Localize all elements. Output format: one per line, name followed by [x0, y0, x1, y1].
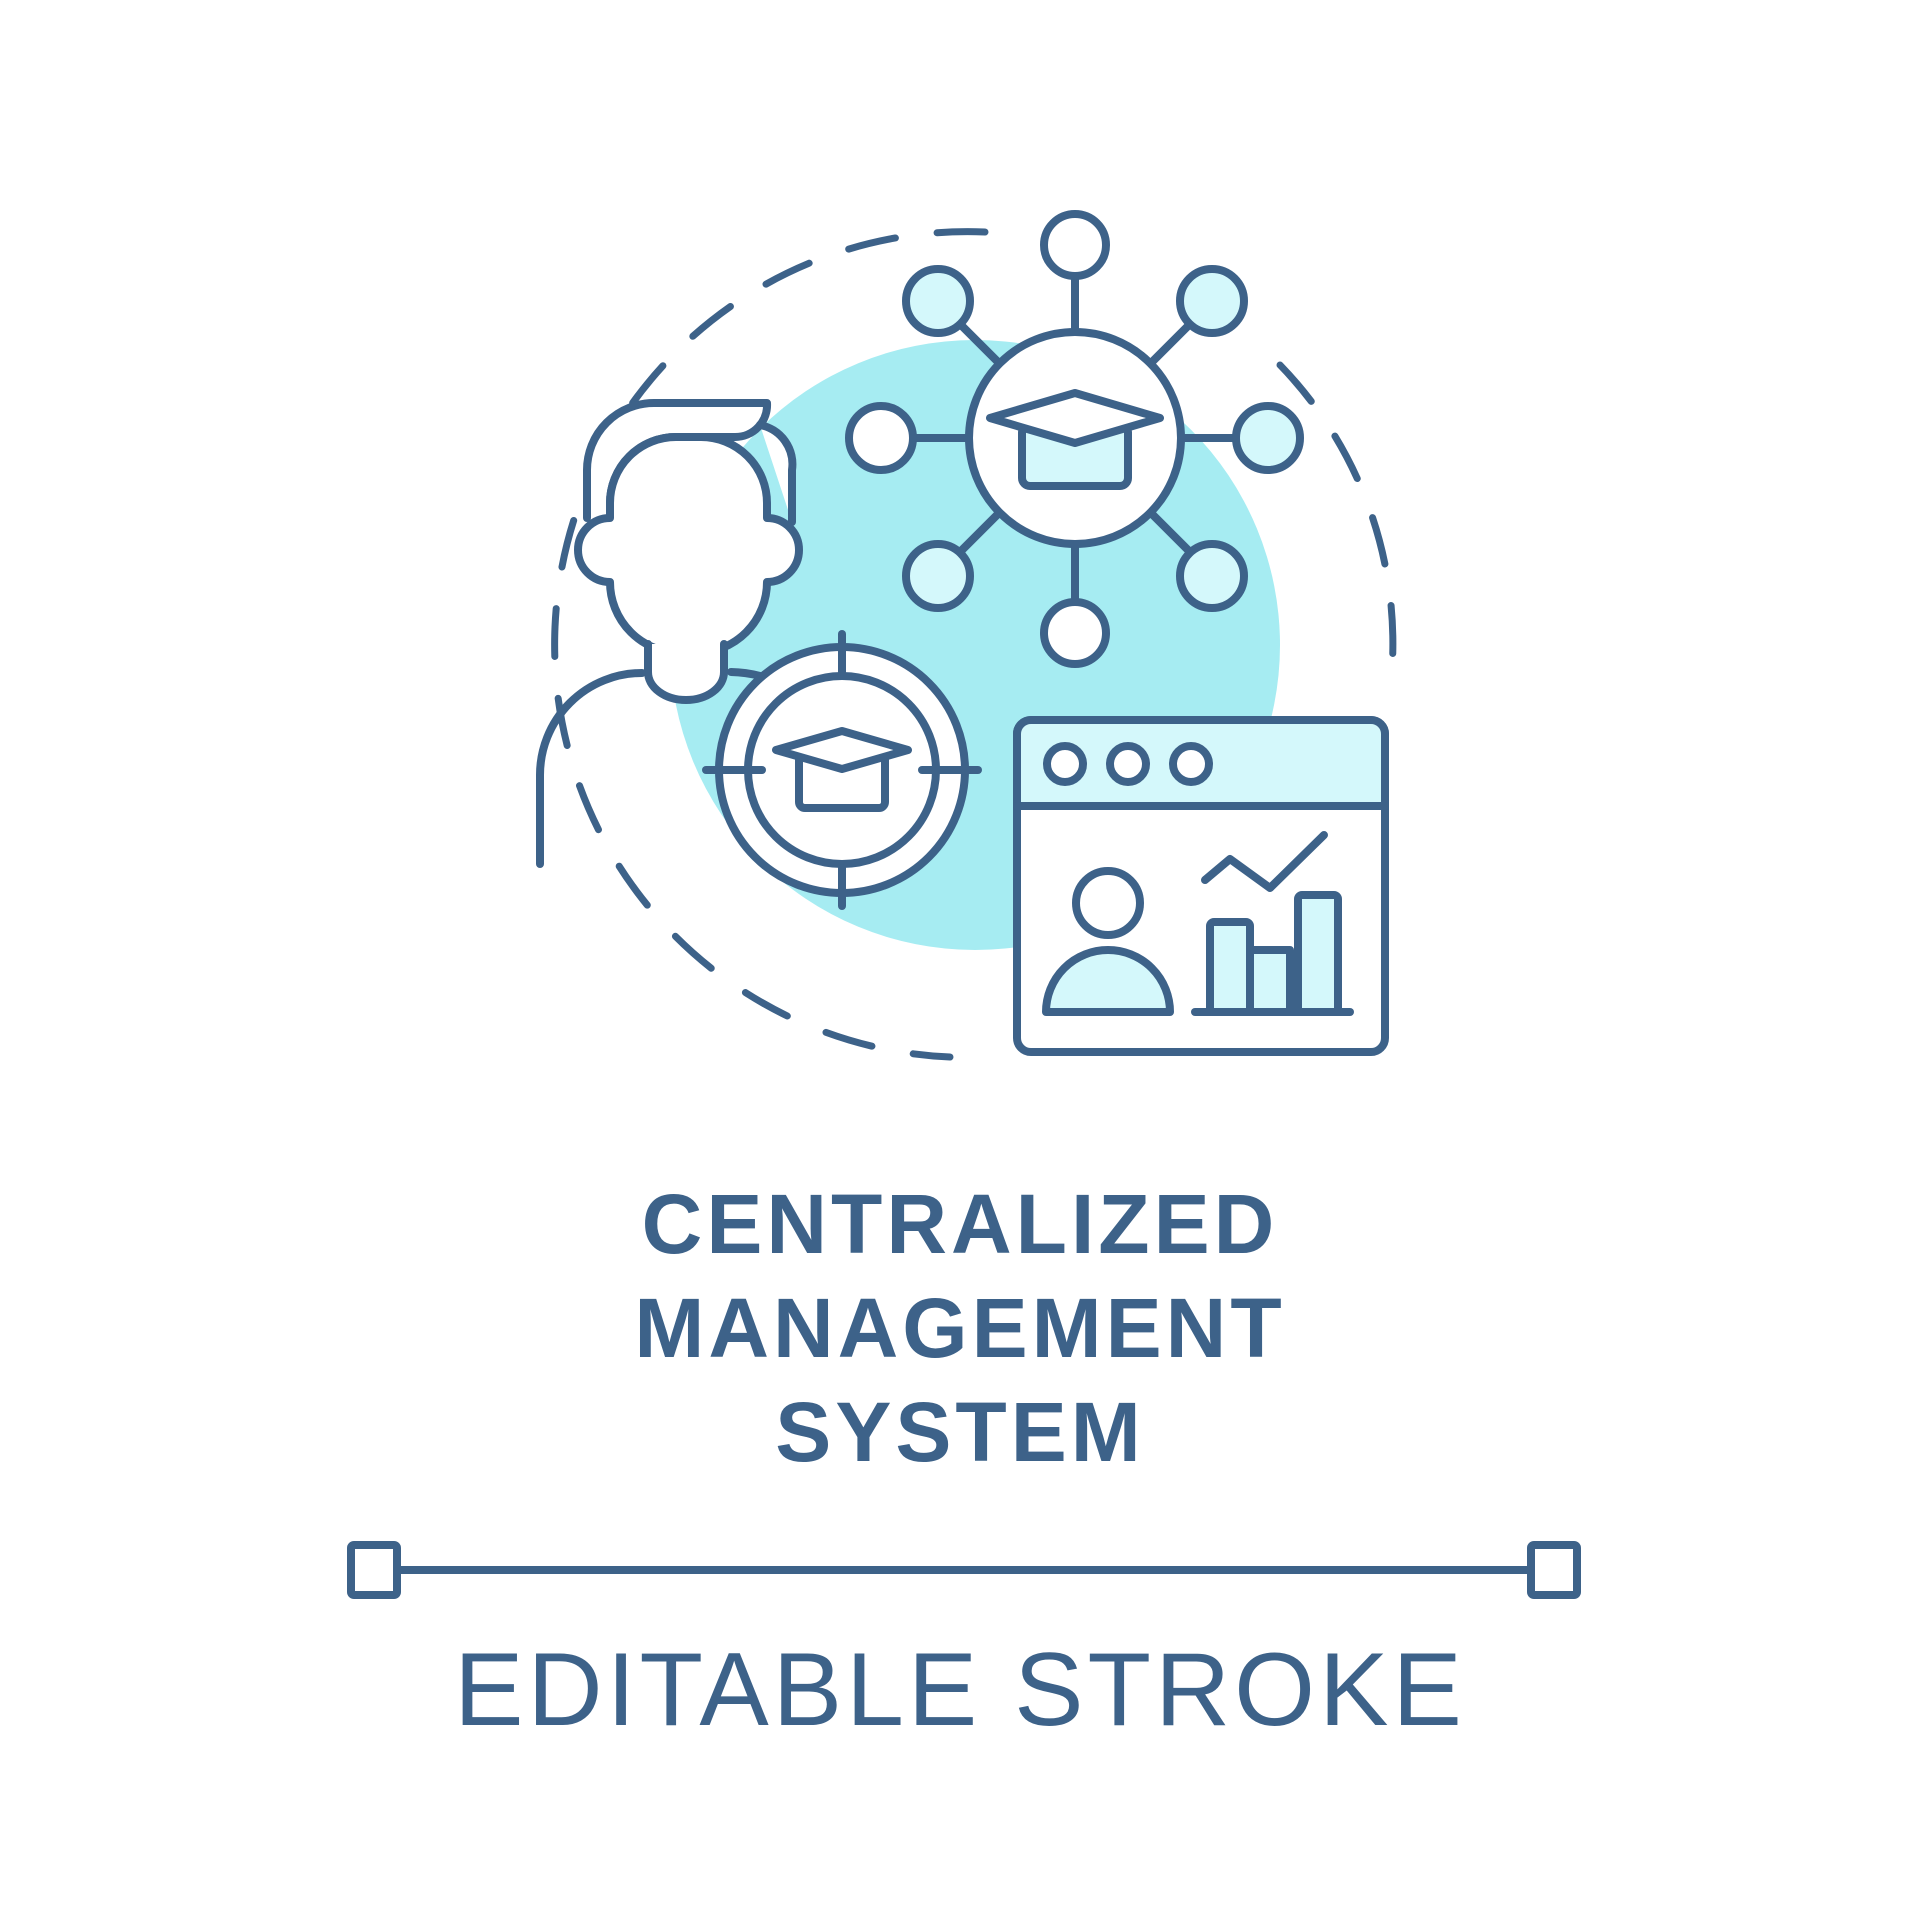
dashed-orbit-arc-right [1276, 361, 1397, 674]
editable-stroke-label: EDITABLE STROKE [454, 1632, 1466, 1748]
title-line-3: SYSTEM [775, 1385, 1145, 1479]
stroke-handle-right[interactable] [1527, 1541, 1581, 1599]
analytics-window-icon [1013, 716, 1389, 1056]
target-graduation-cap-icon [702, 630, 982, 910]
title-line-1: CENTRALIZED [641, 1177, 1279, 1271]
title-line-2: MANAGEMENT [634, 1281, 1286, 1375]
stroke-handle-left[interactable] [347, 1541, 401, 1599]
person-icon [536, 399, 803, 868]
page-title: CENTRALIZED MANAGEMENT SYSTEM [0, 1172, 1920, 1484]
graduation-cap-network-icon [845, 210, 1304, 668]
editable-stroke-line[interactable] [347, 1541, 1581, 1599]
dashed-orbit-arc [551, 228, 989, 1061]
